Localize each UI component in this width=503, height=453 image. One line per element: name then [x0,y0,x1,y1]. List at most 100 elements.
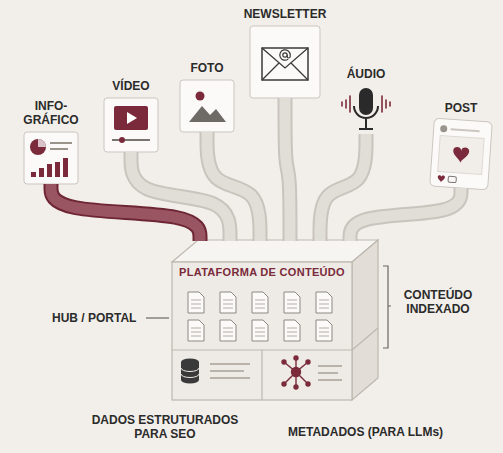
document-line [191,336,201,337]
document-icon [220,292,236,313]
document-icon [316,292,332,313]
document-line [223,304,233,305]
platform-cube [352,328,378,350]
document-line [255,304,265,305]
media-label: VÍDEO [104,80,158,94]
post-icon [437,175,445,183]
document-line [319,328,329,329]
database-icon [210,370,244,372]
document-line [255,328,265,329]
audio-node: ÁUDIO [344,68,388,134]
microphone-icon [354,106,378,129]
document-line [319,304,329,305]
document-icon [220,320,236,341]
document-line [287,300,297,301]
microphone-icon [359,88,373,115]
metadata-label: METADADOS (PARA LLMs) [288,425,443,439]
platform-cube [172,262,352,400]
document-icon [316,320,332,341]
newsletter-icon [280,50,290,60]
network-icon [318,379,342,381]
document-line [223,336,233,337]
media-label: POST [432,102,490,116]
document-line [223,300,233,301]
network-icon [282,360,286,364]
database-icon [181,359,250,384]
infographic-node: INFO- GRÁFICO [18,100,84,184]
media-label: INFO- GRÁFICO [20,100,82,128]
microphone-icon [381,96,383,112]
database-icon [181,368,199,378]
video-icon [112,139,150,141]
newsletter-icon [250,26,320,98]
post-icon [440,125,447,132]
document-icon [252,320,268,341]
database-icon [210,363,250,365]
database-icon [181,362,199,384]
newsletter-icon [283,53,287,57]
infographic-icon [50,148,68,150]
infographic-icon [50,142,72,144]
document-line [191,332,201,333]
photo-icon [180,80,234,132]
post-icon [438,136,484,175]
video-node: VÍDEO [104,80,158,152]
stream-outline [207,132,260,241]
document-icon [188,320,204,341]
leader-line [146,317,169,318]
microphone-icon [345,100,347,108]
infographic-icon [31,172,36,177]
document-line [287,328,297,329]
microphone-icon [342,88,390,129]
document-line [255,336,265,337]
document-line [255,300,265,301]
platform-cube [352,240,378,400]
photo-node: FOTO [180,62,234,132]
network-icon [306,382,310,386]
seo-label: DADOS ESTRUTURADOS PARA SEO [79,413,251,442]
document-line [191,308,201,309]
video-icon [119,137,125,143]
infographic-icon [39,168,44,177]
document-icon [284,320,300,341]
document-line [319,300,329,301]
stream-outline [350,188,461,241]
infographic-icon [24,132,78,184]
stream-outline [285,98,290,241]
document-line [223,332,233,333]
platform-cube [261,350,262,400]
media-label: ÁUDIO [344,68,388,82]
document-icon [316,320,332,341]
newsletter-icon [250,26,320,98]
content-stream [285,98,290,241]
infographic-icon [30,139,46,155]
infographic-icon [63,158,68,177]
infographic-icon [55,162,60,177]
document-icon [284,292,300,313]
document-line [191,304,201,305]
post-icon [448,176,456,183]
microphone-icon [389,102,391,106]
document-line [191,300,201,301]
post-icon [430,118,493,190]
network-icon [318,372,338,374]
document-line [255,308,265,309]
photo-icon [189,106,226,122]
document-line [223,328,233,329]
newsletter-icon [262,48,308,80]
infographic-icon [47,164,52,177]
platform-cube [172,240,378,262]
document-icon [188,292,204,313]
indexed-documents [188,292,332,341]
document-line [287,308,297,309]
network-icon [294,356,298,360]
post-icon [452,147,469,164]
post-node: POST [432,102,490,188]
photo-icon [196,92,205,101]
stream-band [285,98,290,241]
network-icon [294,385,298,389]
video-icon [104,98,158,152]
network-icon [292,368,301,377]
